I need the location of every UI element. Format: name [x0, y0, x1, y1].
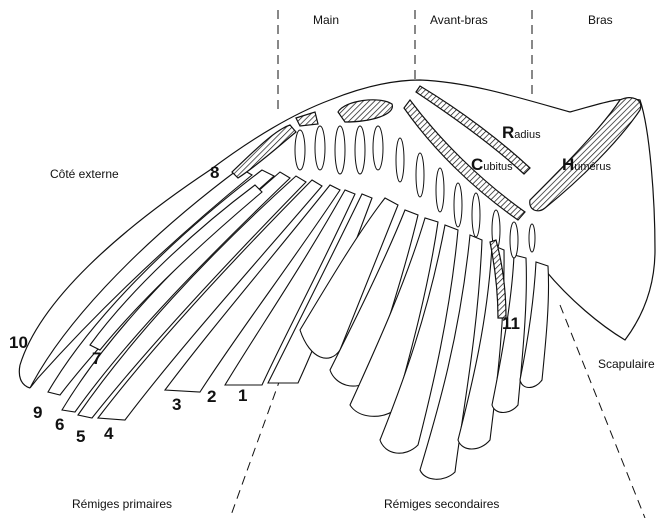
- feather-number-8: 8: [210, 164, 219, 181]
- hand-bone: [338, 100, 392, 122]
- label-radius: Radius: [502, 124, 541, 141]
- label-main: Main: [313, 14, 339, 26]
- feather-number-10: 10: [9, 334, 28, 351]
- feather-number-5: 5: [76, 428, 85, 445]
- feather-number-9: 9: [33, 404, 42, 421]
- feather-number-2: 2: [207, 388, 216, 405]
- divider-secondaires-scapulaire: [560, 305, 645, 518]
- label-radius-rest: adius: [514, 129, 540, 141]
- label-humerus-initial: H: [562, 155, 574, 174]
- feather-number-7: 7: [92, 350, 101, 367]
- feather-number-3: 3: [172, 396, 181, 413]
- label-cote-externe: Côté externe: [50, 168, 119, 180]
- label-avant-bras: Avant-bras: [430, 14, 488, 26]
- label-scapulaire: Scapulaire: [598, 358, 655, 370]
- label-cubitus-initial: C: [471, 155, 483, 174]
- label-remiges-primaires: Rémiges primaires: [72, 498, 172, 510]
- feather-number-6: 6: [55, 416, 64, 433]
- label-humerus: Humérus: [562, 156, 611, 173]
- label-bras: Bras: [588, 14, 613, 26]
- feather-number-4: 4: [104, 425, 113, 442]
- humerus-bone: [530, 98, 641, 211]
- label-cubitus-rest: ubitus: [483, 161, 512, 173]
- feather-number-1: 1: [238, 387, 247, 404]
- primary-feathers: [30, 168, 372, 420]
- label-radius-initial: R: [502, 123, 514, 142]
- label-humerus-rest: umérus: [574, 161, 611, 173]
- label-remiges-secondaires: Rémiges secondaires: [384, 498, 499, 510]
- feather-number-11: 11: [502, 315, 520, 332]
- label-cubitus: Cubitus: [471, 156, 513, 173]
